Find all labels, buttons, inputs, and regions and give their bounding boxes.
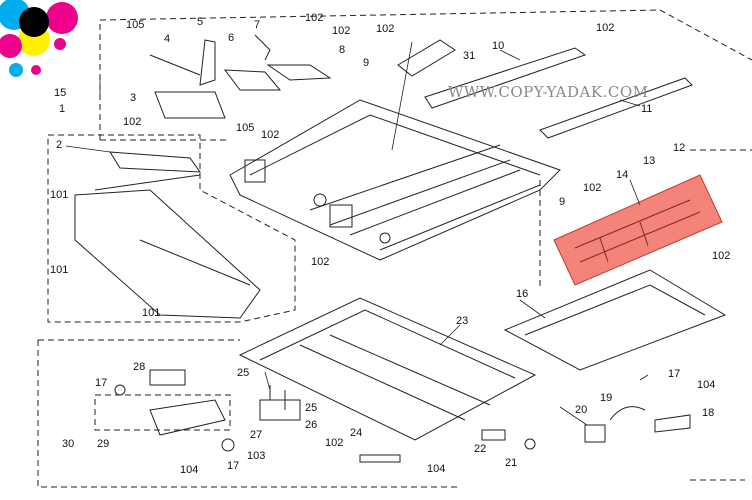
leader-lines bbox=[65, 41, 649, 426]
callout-6: 6 bbox=[228, 32, 235, 44]
callout-102-h: 102 bbox=[712, 250, 731, 262]
callout-102-i: 102 bbox=[311, 256, 330, 268]
callout-17-bottom: 17 bbox=[227, 460, 240, 472]
callout-12: 12 bbox=[673, 142, 686, 154]
callout-102-e: 102 bbox=[123, 116, 142, 128]
callout-16: 16 bbox=[516, 288, 529, 300]
callout-101-mid: 101 bbox=[50, 264, 69, 276]
callout-11: 11 bbox=[641, 103, 653, 115]
callout-2: 2 bbox=[56, 139, 63, 151]
callout-102-d: 102 bbox=[596, 22, 615, 34]
callout-102-b: 102 bbox=[332, 25, 351, 37]
callout-101-top: 101 bbox=[50, 189, 69, 201]
highlighted-part-14 bbox=[553, 174, 723, 286]
callout-104-center: 104 bbox=[427, 463, 446, 475]
callout-7: 7 bbox=[254, 19, 261, 31]
callout-17-left: 17 bbox=[95, 377, 108, 389]
callout-104-right: 104 bbox=[697, 379, 716, 391]
callout-25-right: 25 bbox=[305, 402, 318, 414]
callout-25-left: 25 bbox=[237, 367, 250, 379]
callout-105-top: 105 bbox=[126, 19, 145, 31]
callout-19: 19 bbox=[600, 392, 613, 404]
callout-20: 20 bbox=[575, 404, 588, 416]
callout-21: 21 bbox=[505, 457, 518, 469]
callout-5: 5 bbox=[197, 16, 204, 28]
callout-102-j: 102 bbox=[325, 437, 344, 449]
watermark-text: WWW.COPY-YADAK.COM bbox=[448, 83, 649, 101]
callout-22: 22 bbox=[474, 443, 487, 455]
callout-31: 31 bbox=[463, 50, 476, 62]
callout-9-top: 9 bbox=[363, 57, 370, 69]
callout-29: 29 bbox=[97, 438, 110, 450]
callout-23: 23 bbox=[456, 315, 469, 327]
callout-17-right: 17 bbox=[668, 368, 681, 380]
callout-4: 4 bbox=[164, 33, 171, 45]
callout-28: 28 bbox=[133, 361, 146, 373]
brand-logo bbox=[0, 0, 78, 77]
callout-3: 3 bbox=[130, 92, 137, 104]
callout-27: 27 bbox=[250, 429, 263, 441]
callout-8: 8 bbox=[339, 44, 346, 56]
callout-103: 103 bbox=[247, 450, 266, 462]
callout-105-mid: 105 bbox=[236, 122, 255, 134]
callout-101-bottom: 101 bbox=[142, 307, 161, 319]
part-outlines bbox=[74, 34, 727, 463]
callout-9-right: 9 bbox=[559, 196, 566, 208]
callout-15: 15 bbox=[54, 87, 67, 99]
callout-104-left: 104 bbox=[180, 464, 199, 476]
callout-26: 26 bbox=[305, 419, 318, 431]
callout-102-f: 102 bbox=[261, 129, 280, 141]
callout-24: 24 bbox=[350, 427, 363, 439]
callout-1: 1 bbox=[59, 103, 66, 115]
callout-30: 30 bbox=[62, 438, 75, 450]
callout-102-a: 102 bbox=[305, 12, 324, 24]
callout-18: 18 bbox=[702, 407, 715, 419]
callout-102-c: 102 bbox=[376, 23, 395, 35]
callout-13: 13 bbox=[643, 155, 656, 167]
callout-102-g: 102 bbox=[583, 182, 602, 194]
callout-14: 14 bbox=[616, 169, 629, 181]
callout-10: 10 bbox=[492, 40, 505, 52]
